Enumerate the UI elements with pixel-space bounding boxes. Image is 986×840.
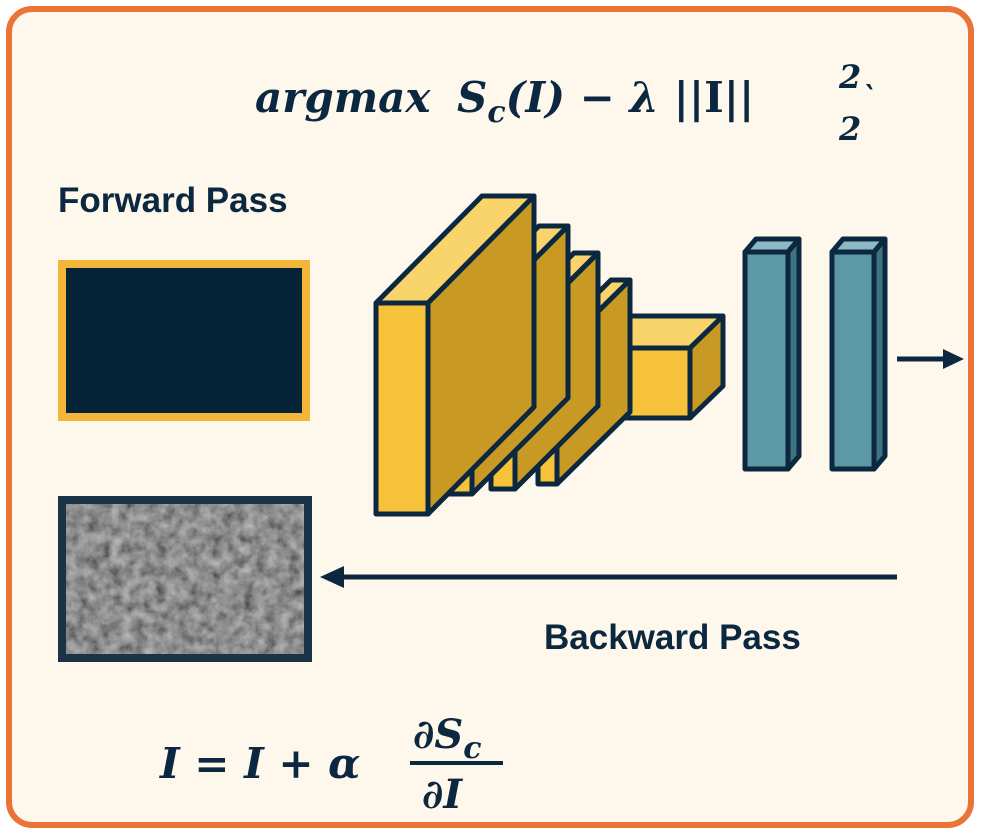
conv-block-1 [373,193,537,517]
norm-superscript: 2 [838,58,861,96]
objective-formula: argmax Sc(I) − λ ||I|| [255,73,754,130]
norm-text: ||I|| [674,73,755,122]
update-numerator: ∂Sc [413,711,482,766]
update-denominator: ∂I [422,771,463,818]
dense-layer-2 [829,236,888,472]
update-numerator-text: ∂S [413,711,463,758]
left-arrow-icon [320,566,897,588]
dense-layers [742,236,888,472]
update-lhs: I = I + α [159,739,360,788]
argmax-text: argmax [255,73,431,122]
generated-image [58,496,312,662]
dense-layer-1 [742,236,802,472]
forward-pass-label: Forward Pass [58,181,288,220]
norm-subscript: 2 [838,110,861,148]
tick-mark: ` [862,81,877,116]
objective-body: (I) − λ [506,73,674,122]
conv-layers [373,193,726,517]
score-symbol: S [457,73,487,122]
update-rule: I = I + α ∂Sc ∂I [159,711,503,818]
right-arrow-icon [897,349,964,369]
class-subscript: c [487,95,505,130]
input-image [58,260,310,421]
backward-pass-label: Backward Pass [544,618,801,657]
update-numerator-subscript: c [463,731,481,766]
